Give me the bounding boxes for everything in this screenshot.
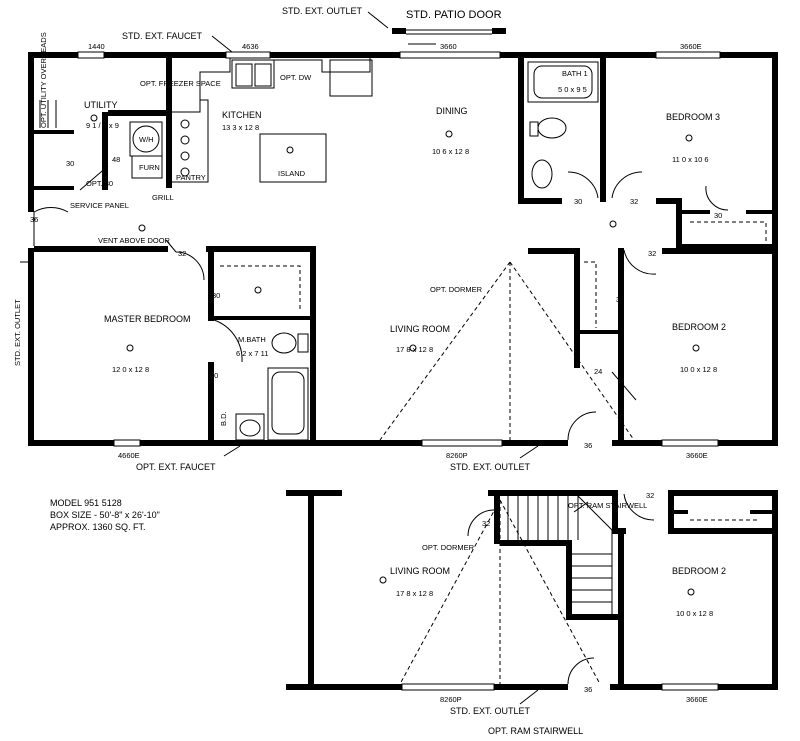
door-size: 20 <box>714 527 722 536</box>
door-size: 30 <box>714 211 722 220</box>
light-fixtures <box>90 114 700 596</box>
door-size: 30 <box>212 291 220 300</box>
door-size: 24 <box>594 367 602 376</box>
label-alt-bedroom2: BEDROOM 2 <box>672 566 726 576</box>
label-bd: B.D. <box>219 411 228 426</box>
label-alt-opt-ram-stairwell-bottom: OPT. RAM STAIRWELL <box>488 726 583 736</box>
door-size: 30 <box>616 295 624 304</box>
door-size: 36 <box>30 215 38 224</box>
main-interior-walls <box>34 58 772 442</box>
label-std-ext-outlet-bottom: STD. EXT. OUTLET <box>450 462 531 472</box>
label-bath1-dims: 5 0 x 9 5 <box>558 85 587 94</box>
door-size: 36 <box>584 441 592 450</box>
labels: STD. EXT. OUTLET STD. PATIO DOOR STD. EX… <box>13 6 726 736</box>
label-alt-std-ext-outlet: STD. EXT. OUTLET <box>450 706 531 716</box>
label-living-room: LIVING ROOM <box>390 324 450 334</box>
label-window-3660: 3660 <box>440 42 457 51</box>
label-window-3660e-mid: 3660E <box>686 451 708 460</box>
label-bedroom3: BEDROOM 3 <box>666 112 720 122</box>
label-master-dims: 12 0 x 12 8 <box>112 365 149 374</box>
label-alt-opt-ram-stairwell: OPT. RAM STAIRWELL <box>568 501 647 510</box>
label-opt-30: OPT. 30 <box>86 179 113 188</box>
label-std-ext-outlet-left: STD. EXT. OUTLET <box>13 299 22 366</box>
label-bedroom2: BEDROOM 2 <box>672 322 726 332</box>
label-opt-ext-faucet: OPT. EXT. FAUCET <box>136 462 216 472</box>
label-master-bath-dims: 6 2 x 7 11 <box>236 349 268 358</box>
model-line-2: BOX SIZE - 50'-8" x 26'-10" <box>50 510 160 520</box>
label-window-3660e-top: 3660E <box>680 42 702 51</box>
label-window-4660e: 4660E <box>118 451 140 460</box>
label-vent-above-door: VENT ABOVE DOOR <box>98 236 171 245</box>
main-exterior-walls <box>28 52 778 446</box>
label-island: ISLAND <box>278 169 306 178</box>
alt-plan-fixtures <box>399 493 760 705</box>
door-swings <box>33 165 729 441</box>
label-std-ext-outlet-top: STD. EXT. OUTLET <box>282 6 363 16</box>
label-alt-living-dims: 17 8 x 12 8 <box>396 589 433 598</box>
alt-plan-walls <box>286 490 778 690</box>
label-opt-utility-overheads: OPT. UTILITY OVERHEADS <box>39 32 48 128</box>
label-bedroom3-dims: 11 0 x 10 6 <box>672 155 709 164</box>
leader-lines <box>20 11 539 459</box>
label-utility-dims: 9 1 / 8 x 9 <box>86 121 119 130</box>
door-size: 36 <box>584 685 592 694</box>
label-opt-dormer: OPT. DORMER <box>430 285 483 294</box>
label-alt-window-8260p: 8260P <box>440 695 462 704</box>
label-utility: UTILITY <box>84 100 118 110</box>
label-master-bath: M.BATH <box>238 335 266 344</box>
label-living-dims: 17 8 x 12 8 <box>396 345 433 354</box>
label-kitchen-dims: 13 3 x 12 8 <box>222 123 259 132</box>
label-alt-bedroom2-dims: 10 0 x 12 8 <box>676 609 713 618</box>
label-pantry: PANTRY <box>176 173 206 182</box>
door-size: 30 <box>66 159 74 168</box>
label-opt-freezer-space: OPT. FREEZER SPACE <box>140 79 221 88</box>
label-master-bedroom: MASTER BEDROOM <box>104 314 191 324</box>
model-line-1: MODEL 951 5128 <box>50 498 122 508</box>
label-std-patio-door: STD. PATIO DOOR <box>406 9 502 21</box>
label-service-panel: SERVICE PANEL <box>70 201 129 210</box>
label-window-4636: 4636 <box>242 42 259 51</box>
door-size: 32 <box>646 491 654 500</box>
label-grill: GRILL <box>152 193 174 202</box>
door-size: 30 <box>210 371 218 380</box>
label-dining-dims: 10 6 x 12 8 <box>432 147 469 156</box>
label-bath1: BATH 1 <box>562 69 588 78</box>
door-size: 32 <box>648 249 656 258</box>
label-std-ext-faucet: STD. EXT. FAUCET <box>122 31 203 41</box>
label-alt-opt-dormer: OPT. DORMER <box>422 543 475 552</box>
windows <box>77 28 721 447</box>
label-opt-dw: OPT. DW <box>280 73 312 82</box>
label-window-1440: 1440 <box>88 42 105 51</box>
label-water-heater: W/H <box>139 135 154 144</box>
door-size: 48 <box>112 155 120 164</box>
door-size: 32 <box>630 197 638 206</box>
model-line-3: APPROX. 1360 SQ. FT. <box>50 522 146 532</box>
label-window-8260p: 8260P <box>446 451 468 460</box>
door-size: 32 <box>178 249 186 258</box>
door-size: 32 <box>482 519 490 528</box>
label-bedroom2-dims: 10 0 x 12 8 <box>680 365 717 374</box>
door-size: 30 <box>574 197 582 206</box>
label-dining: DINING <box>436 106 468 116</box>
fixtures <box>39 58 767 441</box>
label-furnace: FURN <box>139 163 160 172</box>
label-alt-window-3660e: 3660E <box>686 695 708 704</box>
label-kitchen: KITCHEN <box>222 110 262 120</box>
label-alt-living-room: LIVING ROOM <box>390 566 450 576</box>
